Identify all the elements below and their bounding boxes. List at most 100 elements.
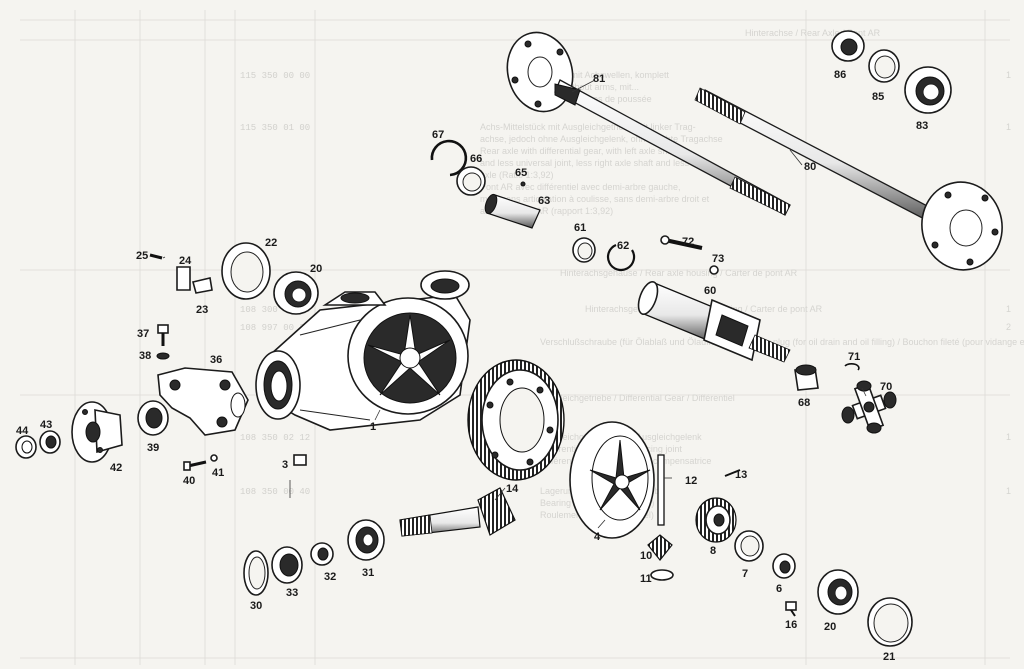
callout-12: 12 (685, 475, 697, 487)
part-25-screw (149, 253, 163, 260)
svg-text:Ausgleichgetriebe / Differenti: Ausgleichgetriebe / Differential Gear / … (540, 393, 735, 403)
callout-81: 81 (593, 73, 605, 85)
callout-85: 85 (872, 91, 884, 103)
callout-20-upper: 20 (310, 263, 322, 275)
part-16-bolt (785, 601, 797, 617)
callout-44: 44 (16, 425, 29, 437)
part-11-washer (650, 569, 674, 581)
bg-header: Hinterachse / Rear Axle / Pont AR (745, 28, 881, 38)
svg-text:1: 1 (1006, 122, 1011, 132)
svg-text:1: 1 (1006, 486, 1011, 496)
part-24-bracket (176, 266, 191, 291)
part-22-seal (221, 242, 271, 300)
svg-text:Hinterachsgehäuse / Rear axle: Hinterachsgehäuse / Rear axle housing / … (560, 268, 798, 278)
svg-text:Rear axle, without arms, mit..: Rear axle, without arms, mit... (520, 82, 639, 92)
part-31-bearing (347, 519, 385, 561)
callout-labels: 1 3 4 6 7 8 10 11 12 13 14 16 20 20 21 2… (16, 69, 928, 663)
part-37-bolt (157, 324, 169, 346)
callout-63: 63 (538, 195, 550, 207)
callout-71: 71 (848, 351, 860, 363)
svg-text:Pont AR avec différentiel avec: Pont AR avec différentiel avec demi-arbr… (480, 182, 680, 192)
svg-text:axle (Ratio 1:3,92): axle (Ratio 1:3,92) (480, 170, 554, 180)
part-86-seal (831, 30, 865, 62)
part-36-bracket (157, 367, 249, 436)
svg-text:Achs-Mittelstück mit Ausgleich: Achs-Mittelstück mit Ausgleichgetriebe m… (480, 122, 696, 132)
svg-text:mais sans articulation à couli: mais sans articulation à coulisse, sans … (480, 194, 710, 204)
callout-62: 62 (617, 240, 629, 252)
part-43-nut (39, 430, 61, 454)
callout-10: 10 (640, 550, 652, 562)
part-63-sleeve (484, 193, 541, 229)
callout-23: 23 (196, 304, 208, 316)
part-72-pin (660, 235, 703, 250)
part-7-ring (734, 530, 764, 562)
callout-36: 36 (210, 354, 222, 366)
svg-text:Verschlußschraube (für Ölablaß: Verschlußschraube (für Ölablaß und Ölauf… (540, 337, 1024, 347)
svg-text:2: 2 (1006, 322, 1011, 332)
part-61-ring (572, 237, 596, 263)
svg-text:108 997 00 30: 108 997 00 30 (240, 323, 310, 333)
callout-80: 80 (804, 161, 816, 173)
part-70-spider (841, 380, 897, 434)
callout-24: 24 (179, 255, 192, 267)
callout-7: 7 (742, 568, 748, 580)
callout-42: 42 (110, 462, 122, 474)
callout-4: 4 (594, 531, 601, 543)
callout-73: 73 (712, 253, 724, 265)
part-81-axle-shaft (506, 31, 791, 216)
callout-11: 11 (640, 573, 652, 585)
callout-6: 6 (776, 583, 782, 595)
svg-text:1: 1 (1006, 304, 1011, 314)
callout-37: 37 (137, 328, 149, 340)
svg-text:arbre de roue AR (rapport 1:3,: arbre de roue AR (rapport 1:3,92) (480, 206, 613, 216)
callout-40: 40 (183, 475, 195, 487)
part-14-drive-pinion (399, 487, 516, 537)
part-10-pinion (647, 534, 673, 561)
part-6-washer (772, 553, 796, 579)
svg-text:Hinterachse mit Achswellen, ko: Hinterachse mit Achswellen, komplett (520, 70, 670, 80)
part-4-diff-case (569, 421, 655, 539)
callout-70: 70 (880, 381, 892, 393)
part-41-washer (210, 454, 218, 462)
part-42-flange (71, 401, 123, 463)
callout-3: 3 (282, 459, 288, 471)
part-62-circlip (606, 243, 636, 272)
callout-1: 1 (370, 421, 376, 433)
part-68-bushing (794, 364, 819, 391)
callout-61: 61 (574, 222, 586, 234)
part-8-side-gear (695, 497, 737, 543)
svg-text:115 350 00 00: 115 350 00 00 (240, 71, 310, 81)
callout-22: 22 (265, 237, 277, 249)
callout-14: 14 (506, 483, 519, 495)
callout-16: 16 (785, 619, 797, 631)
leader-lines (162, 79, 867, 529)
part-21-ring (867, 597, 913, 647)
callout-41: 41 (212, 467, 224, 479)
callout-38: 38 (139, 350, 151, 362)
part-32-spacer (310, 542, 334, 566)
callout-68: 68 (798, 397, 810, 409)
part-65-ball (520, 181, 526, 187)
callout-65: 65 (515, 167, 527, 179)
part-38-washer (156, 352, 170, 360)
part-39-seal (137, 400, 169, 436)
part-73-ring (709, 265, 719, 275)
callout-83: 83 (916, 120, 928, 132)
svg-text:1: 1 (1006, 432, 1011, 442)
part-71-circlip (844, 362, 860, 371)
callout-21: 21 (883, 651, 895, 663)
part-60-joint-shaft (637, 280, 791, 363)
svg-text:108 300 00 30: 108 300 00 30 (240, 305, 310, 315)
callout-43: 43 (40, 419, 52, 431)
part-67-circlip (430, 139, 468, 177)
svg-text:115 350 01 00: 115 350 01 00 (240, 123, 310, 133)
svg-text:achse, jedoch ohne Ausgleichge: achse, jedoch ohne Ausgleichgelenk, ohne… (480, 134, 723, 144)
callout-30: 30 (250, 600, 262, 612)
callout-39: 39 (147, 442, 159, 454)
callout-86: 86 (834, 69, 846, 81)
part-20-bearing-upper (273, 271, 319, 315)
callout-20-lower: 20 (824, 621, 836, 633)
part-83-bearing (904, 66, 952, 114)
